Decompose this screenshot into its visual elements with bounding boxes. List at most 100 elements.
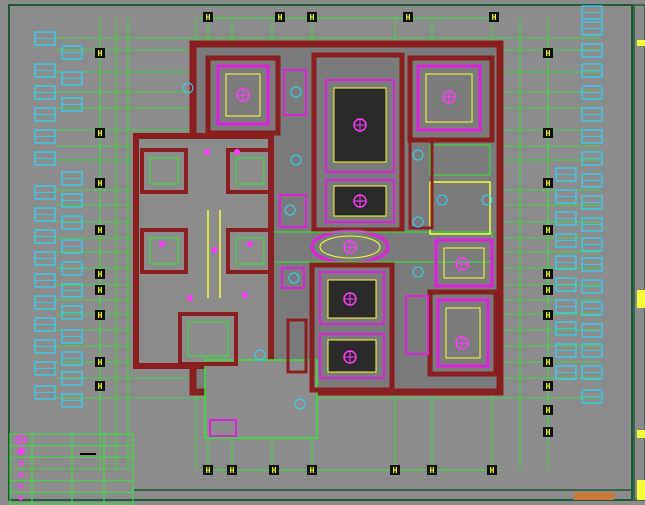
axis-left-1-box: [95, 128, 105, 138]
axis-left-0-box: [95, 48, 105, 58]
axis-bottom-4-label: H: [393, 466, 398, 475]
oval-ceiling-inner: [319, 235, 381, 259]
axis-bottom-2-label: H: [272, 466, 277, 475]
floor-plan: [133, 40, 504, 439]
axis-bottom-3-label: H: [310, 466, 315, 475]
axis-right-1-box: [543, 128, 553, 138]
room-ceiling-e-core: [443, 247, 485, 279]
room-lower-center-c4: [327, 339, 377, 373]
room-ceiling-nw: [205, 55, 281, 136]
axis-top-0-label: H: [206, 13, 211, 22]
axis-right-2-label: H: [546, 179, 551, 188]
axis-top-3-box: [403, 12, 413, 22]
axis-right-6-box: [543, 310, 553, 320]
room-west-1-inner: [149, 157, 179, 185]
axis-bottom-6-box: [487, 465, 497, 475]
axis-left-4-label: H: [98, 270, 103, 279]
room-ceiling-nw-core: [225, 73, 261, 117]
spot-light-icon: [159, 241, 165, 247]
axis-left-5-box: [95, 285, 105, 295]
room-ceiling-nw-inner: [216, 64, 270, 126]
room-ceiling-se-core: [445, 307, 481, 359]
room-west-1: [140, 148, 188, 194]
room-tags: [34, 5, 603, 408]
room-lower-center-c3: [319, 333, 385, 379]
down-light-icon: [182, 82, 194, 94]
axis-top-0-box: [203, 12, 213, 22]
title-block-yellow-3: [637, 430, 645, 438]
axis-right-10-box: [543, 427, 553, 437]
small-room-1: [283, 69, 307, 116]
axis-right-6-label: H: [546, 311, 551, 320]
axis-right-9-box: [543, 405, 553, 415]
axis-right-4-label: H: [546, 270, 551, 279]
axis-top-4-label: H: [492, 13, 497, 22]
spot-light-icon: [242, 292, 248, 298]
axis-left-3-label: H: [98, 226, 103, 235]
down-light-icon: [412, 149, 424, 161]
axis-right-3-box: [543, 225, 553, 235]
axis-right-0-label: H: [546, 49, 551, 58]
axis-right-0-box: [543, 48, 553, 58]
room-west-4: [226, 228, 274, 274]
axis-top-2-box: [307, 12, 317, 22]
spot-light-icon: [187, 295, 193, 301]
axis-left-1-label: H: [98, 129, 103, 138]
title-block-strip: [633, 4, 645, 501]
axis-left-6-label: H: [98, 311, 103, 320]
down-light-icon: [481, 194, 493, 206]
axis-bottom-5-label: H: [430, 466, 435, 475]
title-block-yellow-1: [637, 40, 645, 46]
west-wing-wall: [133, 133, 274, 369]
stair: [209, 419, 237, 437]
axis-right-2-box: [543, 178, 553, 188]
down-light-icon: [254, 349, 266, 361]
axis-right-4-box: [543, 269, 553, 279]
spot-light-icon: [204, 149, 210, 155]
room-ceiling-ne: [407, 55, 495, 143]
axis-bottom-0-box: [203, 465, 213, 475]
wall-light-icon: [19, 472, 23, 477]
down-light-icon: [288, 272, 300, 284]
spot-light-icon: [17, 448, 25, 455]
axis-right-10-label: H: [546, 428, 551, 437]
axis-left-2-box: [95, 178, 105, 188]
room-right-upper: [429, 144, 491, 176]
room-ceiling-se-inner: [436, 298, 490, 368]
axis-top-1-label: H: [278, 13, 283, 22]
small-room-3: [281, 267, 305, 289]
small-room-2: [279, 194, 307, 228]
axis-left-4-box: [95, 269, 105, 279]
axis-left-6-box: [95, 310, 105, 320]
room-lower-center: [309, 262, 395, 393]
room-west-2-inner: [235, 157, 265, 185]
room-ceiling-e: [434, 238, 494, 288]
legend-rows: [10, 434, 133, 501]
axis-top-4-box: [489, 12, 499, 22]
room-ceiling-ne-core: [425, 73, 473, 123]
axis-top-3-label: H: [406, 13, 411, 22]
light-fixtures: [159, 82, 493, 410]
hall-ceiling-3: [325, 179, 395, 223]
down-light-icon: [284, 204, 296, 216]
axis-bottom-5-box: [427, 465, 437, 475]
down-light-icon: [290, 154, 302, 166]
room-right-mid: [429, 181, 491, 235]
axis-bottom-1-label: H: [230, 466, 235, 475]
bottom-right-stamp: [574, 492, 614, 500]
small-room-6: [408, 138, 434, 230]
axis-left-0-label: H: [98, 49, 103, 58]
axis-bottom-3-box: [307, 465, 317, 475]
axis-left-5-label: H: [98, 286, 103, 295]
room-west-3-inner: [149, 237, 179, 265]
room-west-3: [140, 228, 188, 274]
down-light-icon: [412, 266, 424, 278]
axis-top-2-label: H: [310, 13, 315, 22]
axis-bottom-2-box: [269, 465, 279, 475]
axis-bottom-6-label: H: [490, 466, 495, 475]
room-west-4-inner: [235, 237, 265, 265]
axis-left-8-label: H: [98, 382, 103, 391]
axis-right-9-label: H: [546, 406, 551, 415]
axis-left-3-box: [95, 225, 105, 235]
axis-left-2-label: H: [98, 179, 103, 188]
